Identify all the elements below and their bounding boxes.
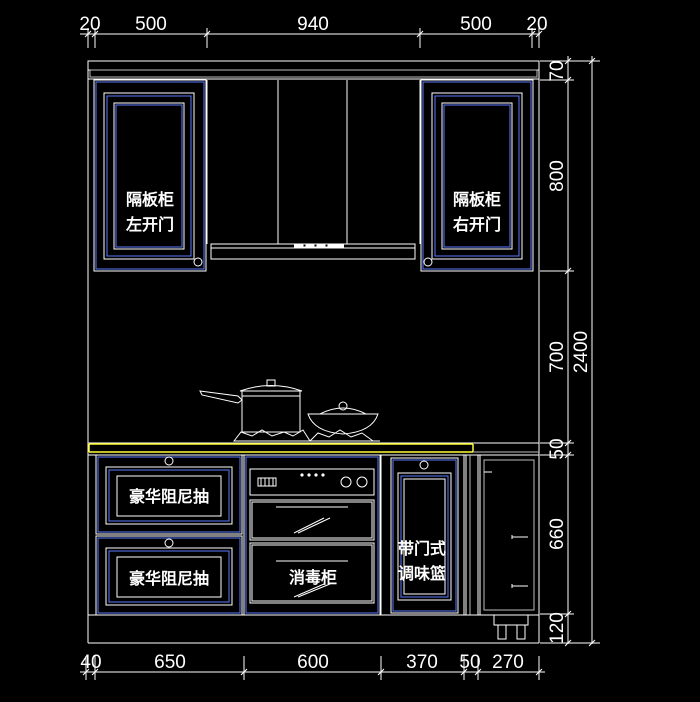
wok-icon [307, 401, 379, 435]
base-drawer-top: 豪华阻尼抽 [95, 454, 243, 535]
side-panel [465, 454, 479, 616]
right-dimension-chain: 70 800 700 50 660 120 2400 [540, 56, 600, 647]
bottom-dim-3: 370 [406, 652, 438, 673]
top-dim-3: 500 [460, 14, 492, 35]
right-dim-4: 660 [547, 518, 568, 550]
corner-unit [479, 454, 540, 616]
knob-icon [423, 257, 433, 267]
top-dim-0: 20 [79, 14, 100, 35]
top-dim-1: 500 [135, 14, 167, 35]
plinth [88, 614, 539, 640]
right-dim-5: 120 [547, 612, 568, 644]
saucepan-icon [199, 379, 303, 433]
bottom-dim-2: 600 [297, 652, 329, 673]
right-dim-2: 700 [547, 341, 568, 373]
knob-icon [164, 456, 174, 466]
drawer-bottom-label: 豪华阻尼抽 [129, 569, 209, 588]
range-hood [206, 80, 421, 260]
top-dim-4: 20 [526, 14, 547, 35]
gas-hob-icon [232, 429, 380, 442]
dial-icon [356, 476, 368, 488]
leg-icon [497, 624, 507, 640]
upper-right-label-2: 右开门 [453, 215, 501, 234]
right-dim-1: 800 [547, 160, 568, 192]
base-drawer-bottom: 豪华阻尼抽 [95, 535, 243, 616]
right-dim-3: 50 [547, 438, 568, 459]
upper-right-label-1: 隔板柜 [453, 190, 501, 209]
sterilizer-cabinet: 消毒柜 [243, 454, 381, 616]
upper-left-label-2: 左开门 [125, 215, 174, 234]
upper-cabinet-right: 隔板柜 右开门 [420, 79, 534, 272]
sterilizer-control-panel [249, 468, 375, 496]
spice-label-2: 调味篮 [398, 564, 446, 583]
sterilizer-label: 消毒柜 [289, 568, 337, 587]
crown-molding [87, 60, 540, 80]
bottom-dimension-chain: 40 650 600 370 50 270 [80, 652, 545, 680]
spice-basket-cabinet: 带门式 调味篮 [380, 454, 465, 616]
drawer-top-label: 豪华阻尼抽 [129, 487, 209, 506]
knob-icon [193, 257, 203, 267]
leg-icon [516, 624, 526, 640]
top-dimension-chain: 20 500 940 500 20 [79, 14, 548, 48]
knob-icon [419, 460, 429, 470]
bottom-dim-4: 50 [459, 652, 480, 673]
upper-left-label-1: 隔板柜 [126, 190, 174, 209]
bottom-dim-0: 40 [80, 652, 101, 673]
knob-icon [164, 538, 174, 548]
right-dim-0: 70 [547, 60, 568, 81]
hood-control-panel [294, 243, 344, 248]
bottom-dim-5: 270 [492, 652, 524, 673]
bottom-dim-1: 650 [154, 652, 186, 673]
top-dim-2: 940 [297, 14, 329, 35]
right-dim-total: 2400 [571, 331, 592, 373]
spice-label-1: 带门式 [398, 539, 446, 558]
dial-icon [340, 476, 352, 488]
wall-outline [87, 61, 540, 644]
countertop [88, 442, 539, 456]
upper-cabinet-left: 隔板柜 左开门 [93, 79, 207, 272]
